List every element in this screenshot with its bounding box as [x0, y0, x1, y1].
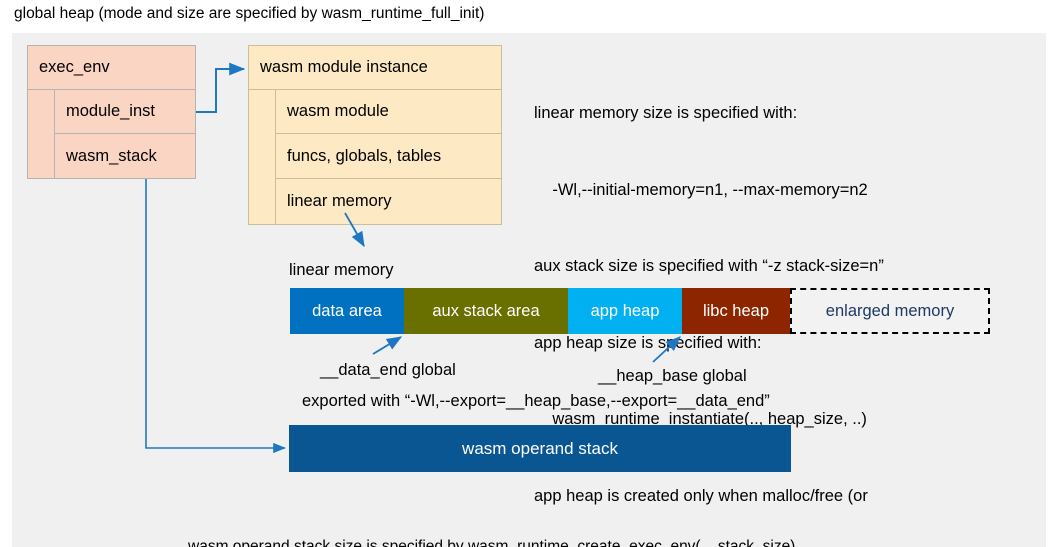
wasm-module-instance-box: wasm module instance wasm module funcs, … — [248, 45, 502, 225]
exec-env-header-label: exec_env — [39, 58, 110, 76]
memory-segment-aux-stack-area[interactable]: aux stack area — [404, 288, 568, 334]
exec-env-box: exec_env module_inst wasm_stack — [27, 45, 196, 179]
exec-env-gutter — [27, 89, 55, 179]
annotation-data-end: __data_end global — [320, 361, 456, 379]
exec-env-row-wasm-stack: wasm_stack — [54, 133, 196, 179]
diagram-title: global heap (mode and size are specified… — [14, 5, 485, 22]
config-note-line-5: wasm_runtime_instantiate(.., heap_size, … — [534, 410, 867, 428]
wasm-operand-stack-box[interactable]: wasm operand stack — [289, 425, 791, 472]
arrow-heap-base-to-boundary — [652, 336, 681, 363]
memory-segment-app-heap[interactable]: app heap — [568, 288, 682, 334]
module-instance-row-linear-memory-label: linear memory — [287, 192, 392, 210]
operand-stack-notes: wasm operand stack size is specified by … — [188, 484, 795, 547]
memory-segment-libc-heap[interactable]: libc heap — [682, 288, 790, 334]
module-instance-row-funcs-globals-tables-label: funcs, globals, tables — [287, 146, 442, 165]
config-notes: linear memory size is specified with: -W… — [534, 50, 884, 547]
module-instance-row-linear-memory: linear memory — [275, 178, 502, 225]
config-note-line-4: app heap size is specified with: — [534, 333, 762, 352]
memory-segment-enlarged-memory[interactable]: enlarged memory — [790, 288, 990, 334]
config-note-line-6: app heap is created only when malloc/fre… — [534, 486, 868, 505]
memory-segment-libc-heap-label: libc heap — [702, 301, 770, 320]
annotation-heap-base: __heap_base global — [598, 367, 747, 385]
arrow-data-end-to-boundary — [372, 336, 403, 355]
config-note-line-2: -Wl,--initial-memory=n1, --max-memory=n2 — [534, 180, 868, 199]
exec-env-row-wasm-stack-label: wasm_stack — [66, 146, 157, 165]
memory-segment-enlarged-memory-label: enlarged memory — [825, 301, 955, 320]
annotation-exported-with: exported with “-Wl,--export=__heap_base,… — [302, 392, 770, 410]
memory-segment-aux-stack-area-label: aux stack area — [432, 301, 540, 320]
operand-stack-note-line-1: wasm operand stack size is specified by … — [188, 538, 796, 547]
config-note-line-3: aux stack size is specified with “-z sta… — [534, 257, 884, 275]
wasm-operand-stack-label: wasm operand stack — [462, 438, 618, 458]
config-note-line-1: linear memory size is specified with: — [534, 104, 798, 122]
linear-memory-caption: linear memory — [289, 261, 394, 279]
memory-segment-data-area[interactable]: data area — [290, 288, 404, 334]
module-instance-header-label: wasm module instance — [260, 58, 428, 76]
memory-segment-data-area-label: data area — [312, 301, 382, 320]
arrow-wasm-stack-to-operand-stack — [145, 179, 286, 454]
arrow-linear-memory-to-bar — [344, 212, 365, 248]
memory-segment-app-heap-label: app heap — [590, 301, 660, 320]
module-instance-row-wasm-module-label: wasm module — [287, 102, 389, 120]
exec-env-row-module-inst-label: module_inst — [66, 102, 155, 120]
module-instance-header: wasm module instance — [248, 45, 502, 90]
exec-env-header: exec_env — [27, 45, 196, 90]
module-instance-row-funcs-globals-tables: funcs, globals, tables — [275, 133, 502, 179]
exec-env-row-module-inst: module_inst — [54, 89, 196, 134]
arrow-module-inst-to-instance — [196, 62, 246, 113]
